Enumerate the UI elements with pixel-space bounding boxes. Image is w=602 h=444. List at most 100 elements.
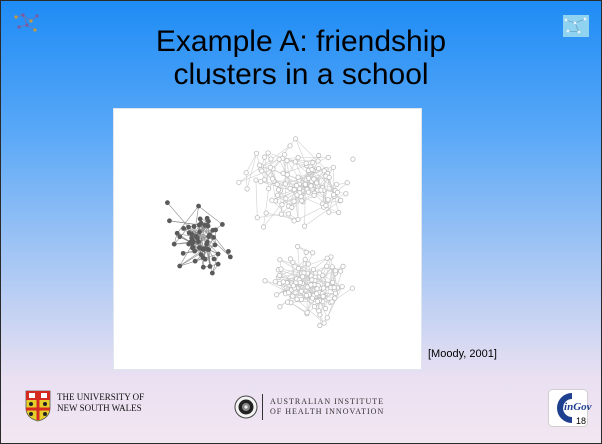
network-node-light [277, 304, 283, 310]
unsw-name: THE UNIVERSITY OF NEW SOUTH WALES [57, 392, 144, 414]
network-node-dark [202, 256, 208, 262]
network-node-light [274, 292, 280, 298]
network-node-light [314, 290, 320, 297]
aihi-name: AUSTRALIAN INSTITUTE OF HEALTH INNOVATIO… [270, 397, 384, 417]
network-node-light [332, 295, 338, 301]
network-node-light [324, 281, 331, 287]
network-edge [283, 259, 306, 283]
network-edge [263, 188, 269, 228]
slide-title: Example A: friendship clusters in a scho… [1, 25, 601, 91]
network-node-light [314, 286, 320, 292]
network-node-light [269, 176, 276, 182]
network-node-light [324, 315, 330, 321]
unsw-line: NEW SOUTH WALES [57, 403, 142, 413]
network-node-dark [196, 239, 201, 245]
network-node-light [277, 257, 283, 263]
network-node-dark [181, 226, 187, 231]
network-node-light [289, 204, 295, 210]
network-node-light [295, 155, 301, 161]
network-edge [179, 260, 196, 267]
network-node-light [305, 189, 311, 195]
network-edge [306, 163, 325, 172]
network-node-light [279, 202, 285, 208]
network-edge [304, 200, 341, 227]
network-node-dark [186, 241, 192, 247]
network-node-light [310, 159, 316, 166]
network-node-light [321, 320, 327, 326]
network-edge [238, 168, 274, 183]
network-edge [279, 263, 309, 276]
network-node-dark [186, 230, 192, 236]
network-node-light [331, 284, 337, 291]
network-node-light [301, 223, 308, 229]
network-edge [271, 199, 295, 222]
network-node-light [303, 249, 309, 255]
network-node-light [290, 283, 296, 289]
network-node-light [349, 285, 355, 291]
network-node-dark [193, 233, 199, 239]
network-node-light [334, 181, 340, 188]
network-edge [298, 257, 328, 269]
network-node-light [269, 197, 275, 203]
network-edge [283, 165, 307, 174]
network-node-light [332, 290, 339, 296]
network-node-dark [171, 241, 177, 247]
network-node-light [344, 180, 350, 186]
network-node-light [294, 182, 300, 189]
network-node-dark [200, 246, 206, 252]
network-node-dark [204, 223, 210, 228]
network-node-light [318, 187, 324, 193]
network-node-dark [197, 216, 203, 222]
network-node-light [338, 268, 344, 274]
network-node-light [254, 215, 260, 221]
aihi-line: OF HEALTH INNOVATION [270, 407, 385, 416]
network-node-light [287, 143, 293, 149]
network-node-light [275, 187, 282, 193]
network-node-light [260, 224, 267, 230]
clingov-icon [548, 389, 588, 427]
network-node-dark [215, 261, 221, 267]
network-node-light [336, 209, 342, 216]
network-node-light [253, 177, 259, 183]
network-node-light [316, 308, 322, 314]
title-line: clusters in a school [173, 58, 429, 91]
network-node-light [282, 181, 288, 187]
network-node-light [325, 197, 331, 203]
network-edge [278, 174, 288, 190]
network-node-light [298, 296, 305, 302]
network-node-dark [200, 264, 206, 270]
network-edge [179, 248, 208, 267]
network-node-dark [197, 229, 202, 235]
network-edge [264, 157, 269, 189]
network-node-light [280, 279, 286, 285]
network-node-dark [186, 224, 191, 230]
network-node-dark [192, 258, 198, 264]
network-node-light [267, 164, 273, 171]
network-node-light [302, 181, 308, 187]
network-node-light [306, 175, 312, 181]
title-line: Example A: friendship [155, 25, 447, 58]
network-edge [295, 138, 327, 170]
clingov-logo: linGov [548, 389, 592, 427]
network-node-light [325, 154, 331, 161]
network-edge [255, 180, 258, 218]
network-edge [212, 253, 219, 274]
network-node-light [290, 293, 296, 299]
network-node-light [297, 279, 303, 286]
network-node-dark [177, 234, 183, 240]
network-node-dark [204, 215, 210, 221]
network-edge [264, 145, 291, 180]
network-node-light [236, 179, 242, 185]
network-node-light [272, 279, 278, 285]
network-edge [245, 172, 248, 189]
network-node-light [244, 186, 250, 192]
network-node-light [292, 136, 299, 142]
network-node-light [292, 159, 298, 165]
network-node-light [285, 211, 291, 217]
network-edge [272, 168, 278, 185]
network-edge [270, 167, 276, 201]
network-node-light [330, 192, 337, 198]
network-edge [317, 266, 333, 286]
network-node-dark [198, 252, 204, 257]
network-node-light [302, 256, 308, 263]
